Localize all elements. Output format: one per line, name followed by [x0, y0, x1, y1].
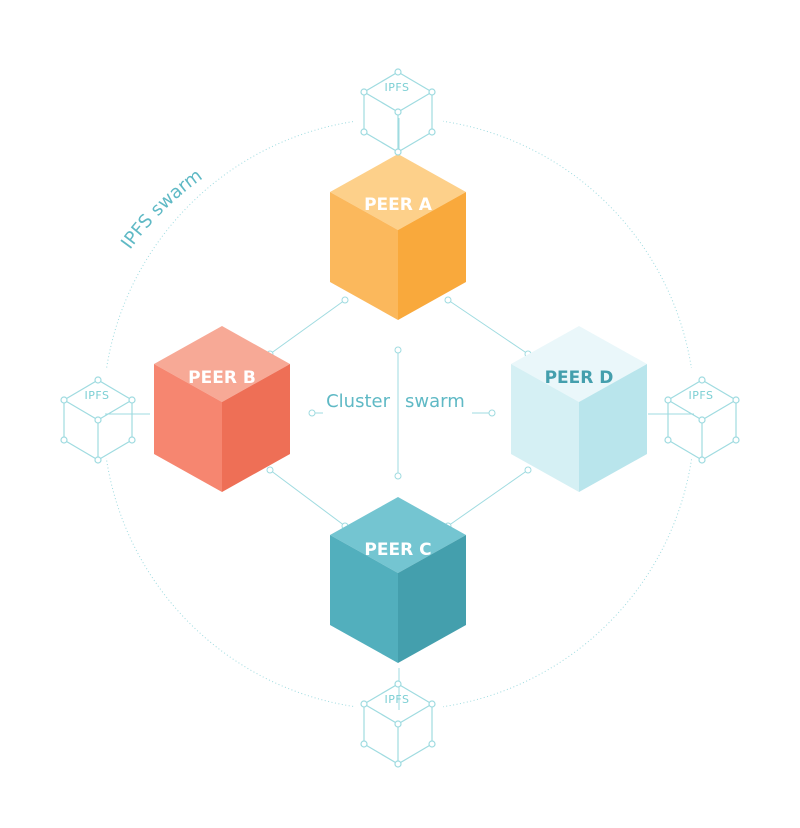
peer-b-label: PEER B: [188, 368, 256, 388]
ipfs-wire-vertex: [395, 761, 401, 767]
ipfs-wire-vertex: [395, 721, 401, 727]
ipfs-wire-vertex: [361, 701, 367, 707]
ipfs-wire-vertex: [429, 129, 435, 135]
ipfs-node-bottom-label: IPFS: [385, 693, 410, 706]
cluster-label: Cluster: [326, 391, 390, 412]
ipfs-wire-vertex: [61, 437, 67, 443]
ipfs-wire-vertex: [699, 377, 705, 383]
ipfs-wire-vertex: [95, 417, 101, 423]
ipfs-wire-vertex: [395, 109, 401, 115]
ipfs-node-left-label: IPFS: [85, 389, 110, 402]
cluster-swarm-dots: [267, 297, 531, 529]
ipfs-wire-vertex: [395, 681, 401, 687]
ipfs-wire-vertex: [699, 457, 705, 463]
ipfs-wire-vertex: [395, 69, 401, 75]
ipfs-wire-vertex: [429, 701, 435, 707]
ipfs-wire-vertex: [361, 129, 367, 135]
peer-a-label: PEER A: [364, 195, 433, 215]
ipfs-wire-vertex: [95, 457, 101, 463]
peer-c-cube: PEER C: [330, 497, 466, 663]
ipfs-wire-vertex: [129, 397, 135, 403]
peer-d-cube: PEER D: [511, 326, 647, 492]
ipfs-node-right-label: IPFS: [689, 389, 714, 402]
ipfs-wire-vertex: [61, 397, 67, 403]
ipfs-wire-vertex: [733, 397, 739, 403]
ipfs-wire-vertex: [361, 89, 367, 95]
ipfs-wire-vertex: [699, 417, 705, 423]
ipfs-wire-vertex: [429, 89, 435, 95]
ipfs-wire-vertex: [665, 397, 671, 403]
ipfs-wire-vertex: [95, 377, 101, 383]
ipfs-wire-vertex: [395, 149, 401, 155]
ipfs-wire-vertex: [733, 437, 739, 443]
swarm-label: swarm: [405, 391, 465, 412]
ipfs-node-top-label: IPFS: [385, 81, 410, 94]
ipfs-swarm-label: IPFS swarm: [117, 165, 206, 253]
ipfs-wire-vertex: [361, 741, 367, 747]
peer-c-label: PEER C: [364, 540, 431, 560]
ipfs-wire-vertex: [429, 741, 435, 747]
peer-a-cube: PEER A: [330, 154, 466, 320]
ipfs-wire-vertex: [665, 437, 671, 443]
ipfs-wire-vertex: [129, 437, 135, 443]
peer-d-label: PEER D: [545, 368, 614, 388]
